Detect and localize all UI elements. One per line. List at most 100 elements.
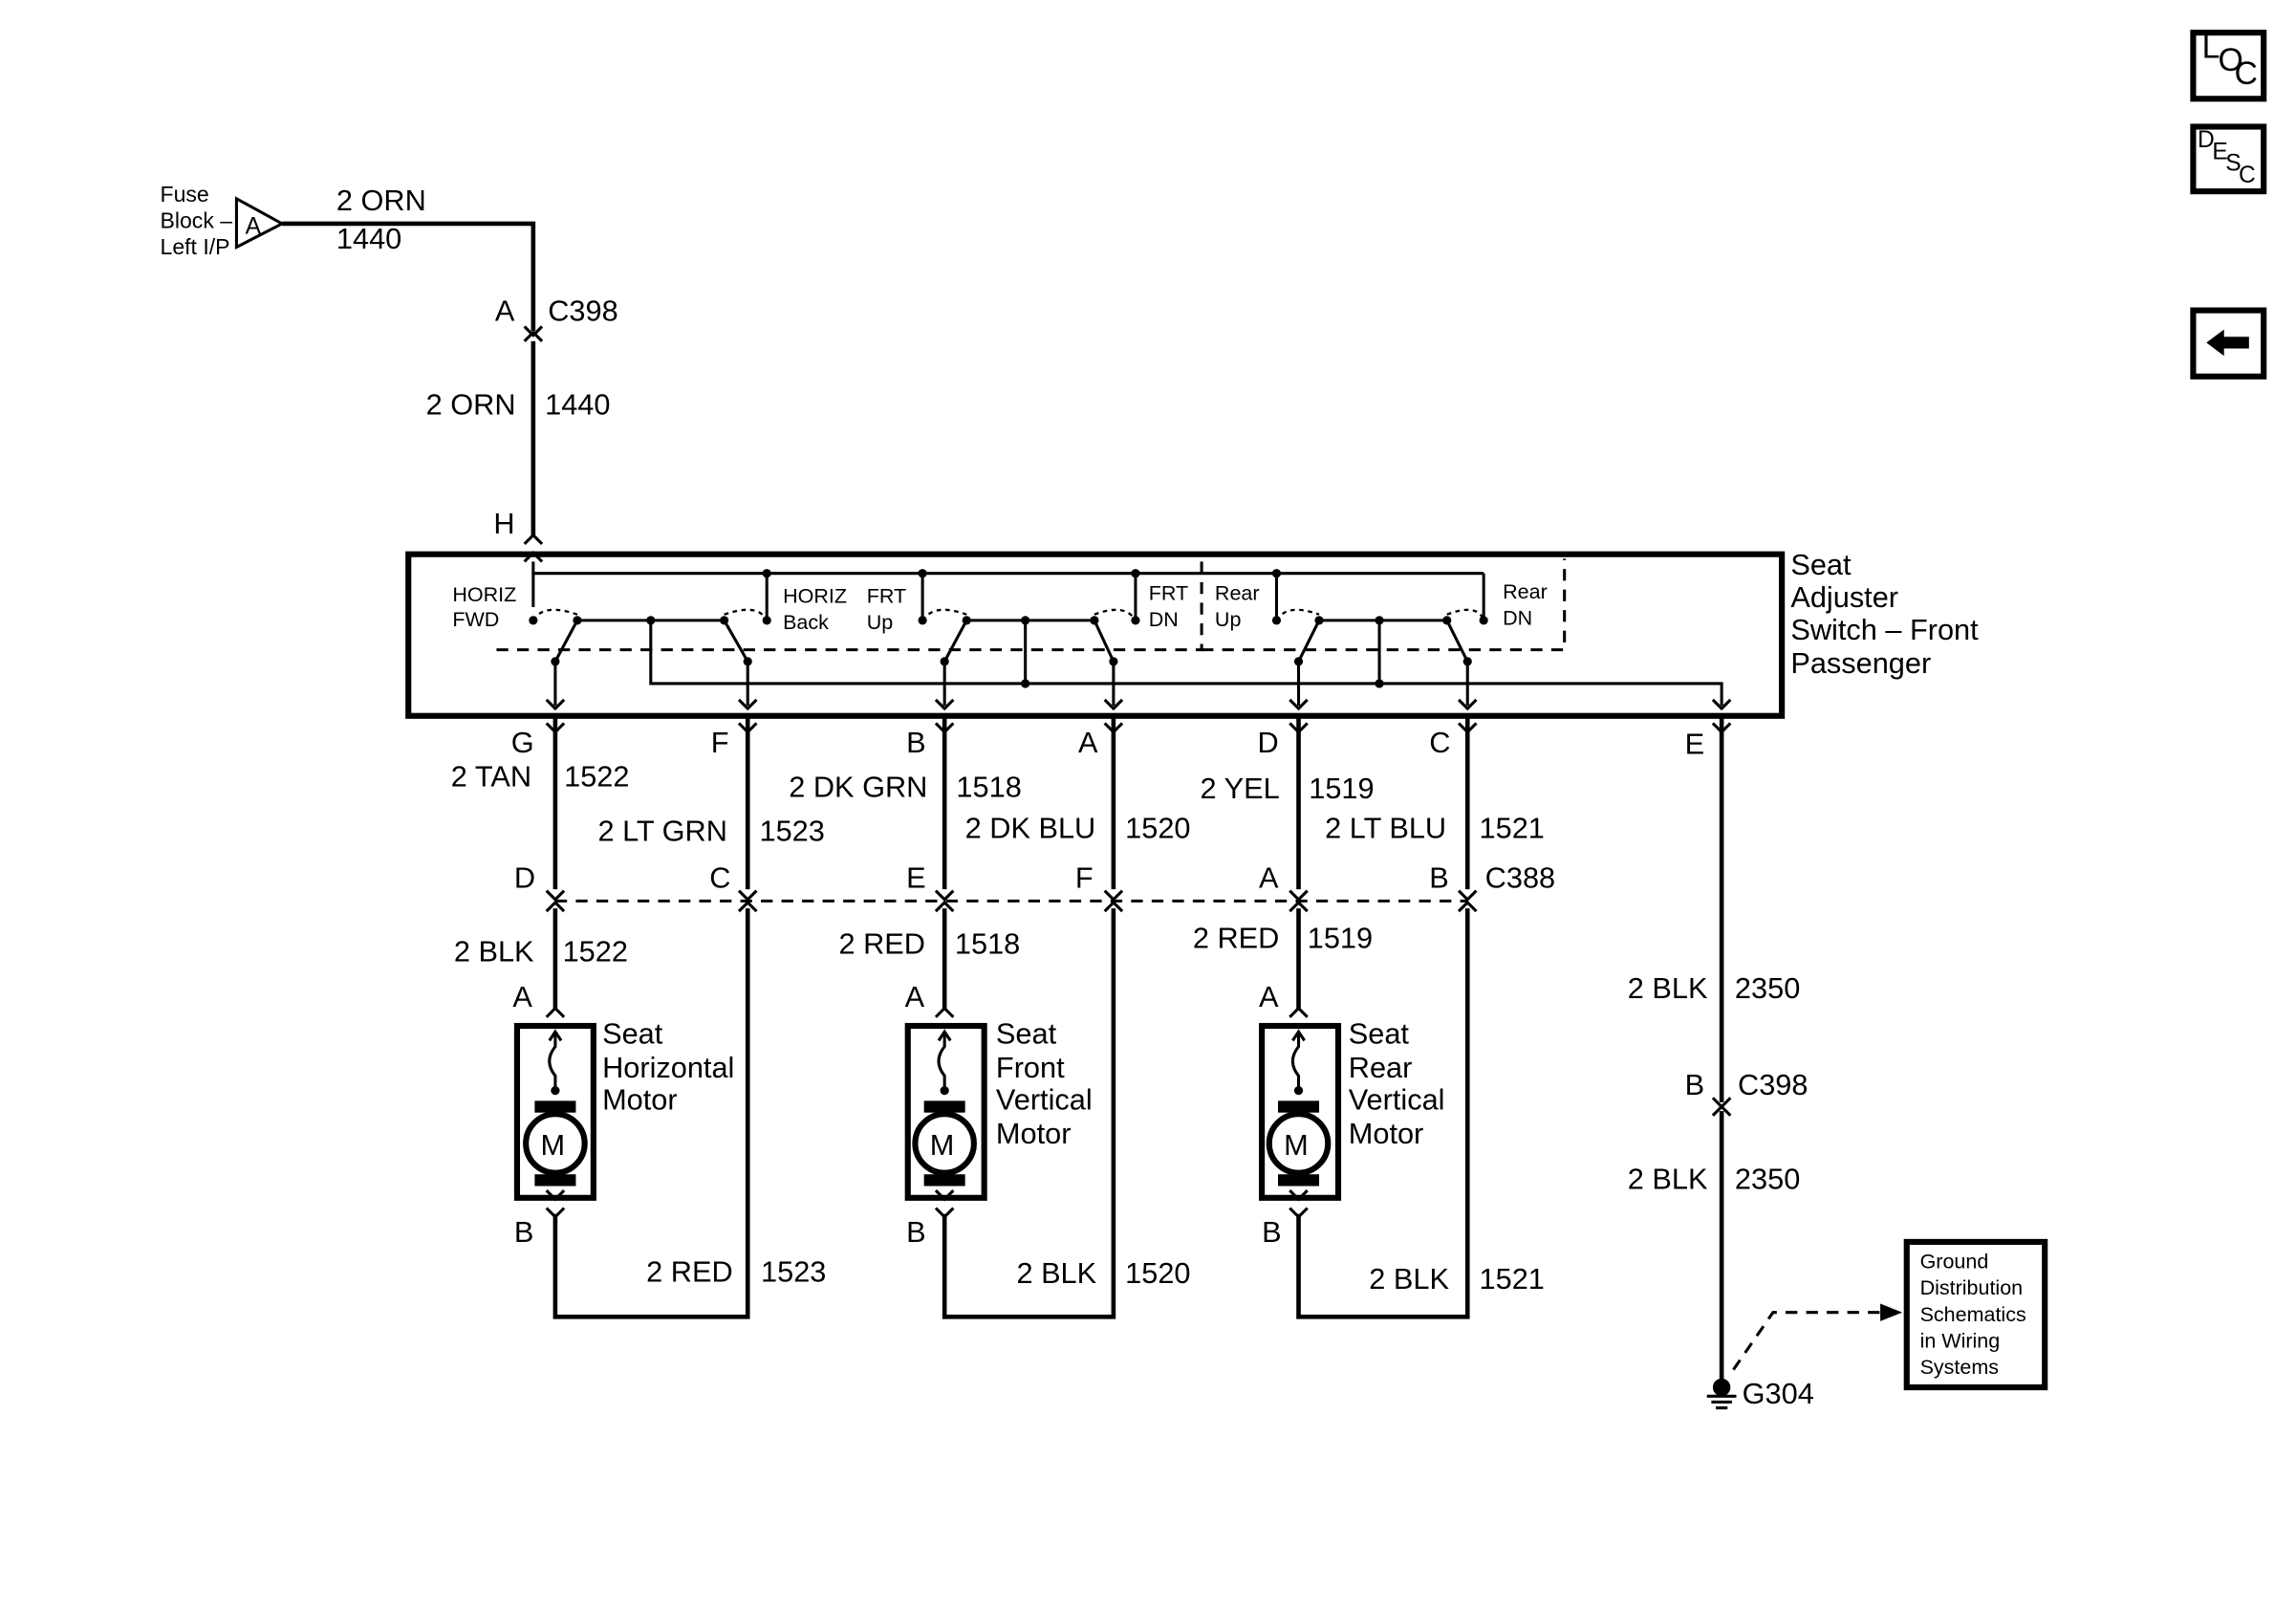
svg-text:Motor: Motor (996, 1117, 1072, 1150)
svg-text:A: A (495, 294, 515, 327)
ground-g304-label: G304 (1743, 1377, 1814, 1410)
svg-text:HORIZ: HORIZ (452, 583, 516, 606)
switch-pin-h: H (493, 507, 514, 540)
seat-front-vertical-motor: A M B Seat Front Vertical Motor (904, 980, 1093, 1249)
svg-text:DN: DN (1503, 606, 1532, 629)
switch-blade-horiz (529, 608, 771, 666)
svg-text:B: B (514, 1215, 534, 1249)
svg-text:Ground: Ground (1920, 1251, 1989, 1274)
svg-text:C: C (2234, 55, 2257, 92)
motor-symbol-m: M (541, 1128, 566, 1162)
wire-circuit-1519-lower: 1519 (1308, 922, 1373, 955)
wire-color-1518-lower: 2 RED (839, 927, 925, 961)
svg-text:A: A (246, 214, 262, 240)
svg-text:A: A (905, 980, 925, 1013)
wire-circuit-1521-return: 1521 (1480, 1262, 1545, 1295)
svg-text:B: B (906, 1215, 925, 1249)
ground-wire-lower-color: 2 BLK (1628, 1163, 1708, 1196)
back-arrow-button[interactable] (2190, 307, 2267, 380)
svg-text:Systems: Systems (1920, 1356, 1999, 1379)
wire-color-1522-lower: 2 BLK (454, 934, 534, 968)
svg-text:Seat: Seat (602, 1016, 663, 1050)
svg-text:Seat: Seat (1790, 548, 1852, 581)
svg-text:B: B (1262, 1215, 1282, 1249)
wire-circuit-1523: 1523 (760, 814, 825, 847)
c388-pin-a: A (1259, 861, 1279, 895)
svg-text:S: S (2225, 151, 2241, 177)
wire-circuit-1518-lower: 1518 (955, 927, 1020, 961)
switch-pin-e: E (1685, 728, 1704, 761)
ground-g304-icon (1706, 1378, 1737, 1410)
feed-mid-circuit: 1440 (545, 388, 610, 422)
contact-label-rear-dn: Rear DN (1503, 580, 1548, 630)
svg-text:A: A (512, 980, 532, 1013)
svg-text:Rear: Rear (1349, 1051, 1413, 1084)
svg-text:Up: Up (1215, 608, 1242, 631)
desc-button[interactable]: D E S C (2190, 123, 2267, 195)
svg-text:Seat: Seat (1349, 1016, 1410, 1050)
wire-color-1521-return: 2 BLK (1369, 1262, 1449, 1295)
switch-blade-rear-vertical (1271, 608, 1488, 666)
motor-symbol-m: M (930, 1128, 955, 1162)
svg-text:C398: C398 (548, 294, 617, 327)
ground-reference-leader (1732, 1311, 1881, 1371)
motor-symbol-m: M (1284, 1128, 1309, 1162)
contact-label-horiz-back: HORIZ Back (783, 584, 847, 634)
loc-button[interactable]: L O C (2190, 29, 2267, 102)
svg-text:FRT: FRT (1149, 581, 1188, 604)
fuse-block-label: Fuse Block – Left I/P (161, 182, 233, 259)
wire-circuit-1521: 1521 (1480, 811, 1545, 844)
svg-text:FRT: FRT (867, 584, 906, 607)
svg-text:Motor: Motor (1349, 1117, 1424, 1150)
wire-color-1519-lower: 2 RED (1193, 922, 1279, 955)
switch-pin-c: C (1429, 726, 1450, 759)
svg-text:L: L (2202, 29, 2220, 65)
contact-label-frt-dn: FRT DN (1149, 581, 1188, 631)
svg-text:E: E (2212, 139, 2227, 164)
svg-text:Block –: Block – (161, 208, 233, 233)
svg-text:FWD: FWD (452, 608, 499, 631)
wire-color-1522-upper: 2 TAN (451, 760, 531, 794)
wire-circuit-1522-upper: 1522 (564, 760, 629, 794)
wire-circuit-1523-return: 1523 (761, 1254, 826, 1288)
svg-text:Switch – Front: Switch – Front (1790, 613, 1979, 646)
switch-pin-g: G (511, 726, 534, 759)
ground-wire-upper-color: 2 BLK (1628, 971, 1708, 1005)
svg-text:Rear: Rear (1215, 581, 1260, 604)
wire-color-1519-upper: 2 YEL (1201, 772, 1280, 805)
c388-pin-c: C (709, 861, 730, 895)
c388-pin-b: B (1429, 861, 1449, 895)
ground-distribution-reference[interactable]: Ground Distribution Schematics in Wiring… (1903, 1238, 2048, 1391)
switch-pin-a: A (1078, 726, 1098, 759)
wire-color-1523: 2 LT GRN (597, 814, 726, 847)
svg-text:Passenger: Passenger (1790, 646, 1931, 680)
connector-c398-top: A C398 (495, 294, 618, 342)
switch-pin-b: B (906, 726, 925, 759)
switch-pin-f: F (711, 726, 729, 759)
svg-text:Fuse: Fuse (161, 182, 209, 207)
svg-text:Front: Front (996, 1051, 1065, 1084)
svg-text:Up: Up (867, 611, 894, 634)
wire-circuit-1522-lower: 1522 (563, 934, 628, 968)
c388-pin-e: E (906, 861, 925, 895)
svg-text:Horizontal: Horizontal (602, 1051, 734, 1084)
svg-text:Back: Back (783, 611, 829, 634)
feed-mid-color: 2 ORN (426, 388, 516, 422)
seat-switch-box (405, 551, 1786, 719)
svg-text:C398: C398 (1738, 1068, 1808, 1101)
feed-top-circuit: 1440 (336, 222, 401, 255)
svg-text:C: C (2239, 163, 2256, 188)
left-arrow-icon (2206, 329, 2249, 357)
wire-color-1520: 2 DK BLU (965, 811, 1096, 844)
svg-text:Distribution: Distribution (1920, 1276, 2024, 1299)
wire-color-1521: 2 LT BLU (1325, 811, 1446, 844)
fuse-terminal: A (234, 196, 286, 250)
svg-text:Left I/P: Left I/P (161, 234, 230, 259)
svg-text:D: D (2198, 127, 2215, 153)
svg-text:B: B (1685, 1068, 1704, 1101)
wire-color-1520-return: 2 BLK (1016, 1256, 1096, 1290)
svg-text:Motor: Motor (602, 1083, 678, 1117)
svg-text:DN: DN (1149, 608, 1179, 631)
svg-text:Vertical: Vertical (1349, 1083, 1445, 1117)
